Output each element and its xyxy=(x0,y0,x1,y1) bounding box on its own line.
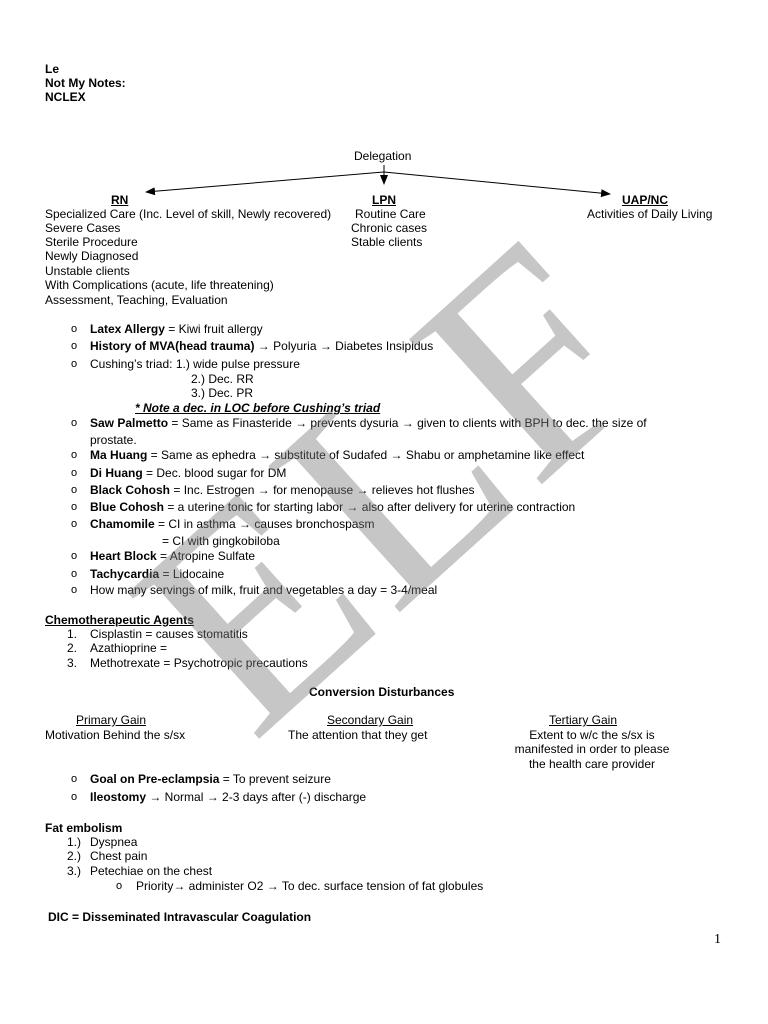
cushing-line-3: 3.) Dec. PR xyxy=(191,386,254,400)
rn-label: RN xyxy=(111,193,129,207)
chemo-heading: Chemotherapeutic Agents xyxy=(45,613,194,627)
list-item: Blue Cohosh = a uterine tonic for starti… xyxy=(90,500,576,514)
fat-embolism-priority: Priority→ administer O2 → To dec. surfac… xyxy=(136,879,484,893)
bullet-marker: o xyxy=(71,358,78,370)
conversion-heading: Conversion Disturbances xyxy=(309,685,455,699)
list-item: Saw Palmetto = Same as Finasteride → pre… xyxy=(90,416,647,430)
header-line-3: NCLEX xyxy=(45,90,86,104)
dic-line: DIC = Disseminated Intravascular Coagula… xyxy=(48,910,312,924)
cushing-note: * Note a dec. in LOC before Cushing’s tr… xyxy=(135,401,381,415)
list-item-cont: prostate. xyxy=(90,433,137,447)
bullet-marker: o xyxy=(71,518,78,530)
list-item: Azathioprine = xyxy=(90,641,168,655)
tertiary-gain-line: Extent to w/c the s/sx is xyxy=(529,728,655,742)
primary-gain-text: Motivation Behind the s/sx xyxy=(45,728,186,742)
lpn-item: Routine Care xyxy=(355,207,426,221)
lpn-item: Stable clients xyxy=(351,235,423,249)
list-item: Petechiae on the chest xyxy=(90,864,213,878)
list-item-cont: = CI with gingkobiloba xyxy=(162,534,280,548)
list-item: Ma Huang = Same as ephedra → substitute … xyxy=(90,448,585,462)
list-number: 2. xyxy=(67,641,78,655)
list-number: 3. xyxy=(67,656,78,670)
bullet-marker: o xyxy=(71,568,78,580)
tertiary-gain-label: Tertiary Gain xyxy=(549,713,618,727)
uap-label: UAP/NC xyxy=(622,193,669,207)
list-item: Cushing’s triad: 1.) wide pulse pressure xyxy=(90,357,300,371)
list-number: 1.) xyxy=(67,835,82,849)
list-item: Black Cohosh = Inc. Estrogen → for menop… xyxy=(90,483,475,497)
list-item: Methotrexate = Psychotropic precautions xyxy=(90,656,308,670)
bullet-marker: o xyxy=(116,880,123,892)
header-line-2: Not My Notes: xyxy=(45,76,126,90)
bullet-marker: o xyxy=(71,773,78,785)
tertiary-gain-line: manifested in order to please xyxy=(514,742,670,756)
list-item: Tachycardia = Lidocaine xyxy=(90,567,225,581)
bullet-marker: o xyxy=(71,467,78,479)
list-item: Goal on Pre-eclampsia = To prevent seizu… xyxy=(90,772,331,786)
lpn-label: LPN xyxy=(372,193,396,207)
bullet-marker: o xyxy=(71,449,78,461)
list-item: Cisplastin = causes stomatitis xyxy=(90,627,248,641)
primary-gain-label: Primary Gain xyxy=(76,713,147,727)
list-item: Latex Allergy = Kiwi fruit allergy xyxy=(90,322,263,336)
list-item: Dyspnea xyxy=(90,835,138,849)
rn-item: Specialized Care (Inc. Level of skill, N… xyxy=(45,207,332,221)
list-item: Di Huang = Dec. blood sugar for DM xyxy=(90,466,287,480)
page-number: 1 xyxy=(714,932,721,947)
header-line-1: Le xyxy=(45,62,60,76)
list-number: 2.) xyxy=(67,849,82,863)
list-item: Chest pain xyxy=(90,849,148,863)
list-item: History of MVA(head trauma) → Polyuria →… xyxy=(90,339,434,353)
bullet-marker: o xyxy=(71,417,78,429)
rn-item: Severe Cases xyxy=(45,221,121,235)
lpn-item: Chronic cases xyxy=(351,221,428,235)
list-item: Ileostomy → Normal → 2-3 days after (-) … xyxy=(90,790,367,804)
list-number: 3.) xyxy=(67,864,82,878)
secondary-gain-label: Secondary Gain xyxy=(327,713,414,727)
bullet-marker: o xyxy=(71,550,78,562)
list-item: How many servings of milk, fruit and veg… xyxy=(90,583,438,597)
rn-item: Newly Diagnosed xyxy=(45,249,139,263)
rn-item: With Complications (acute, life threaten… xyxy=(45,278,274,292)
rn-item: Assessment, Teaching, Evaluation xyxy=(45,293,228,307)
rn-item: Sterile Procedure xyxy=(45,235,138,249)
delegation-title: Delegation xyxy=(354,149,412,163)
list-number: 1. xyxy=(67,627,78,641)
bullet-marker: o xyxy=(71,791,78,803)
uap-item: Activities of Daily Living xyxy=(587,207,713,221)
bullet-marker: o xyxy=(71,340,78,352)
delegation-arrows xyxy=(145,165,611,198)
tertiary-gain-line: the health care provider xyxy=(528,757,656,771)
cushing-line-2: 2.) Dec. RR xyxy=(191,372,254,386)
list-item: Heart Block = Atropine Sulfate xyxy=(90,549,256,563)
secondary-gain-text: The attention that they get xyxy=(288,728,428,742)
rn-item: Unstable clients xyxy=(45,264,130,278)
bullet-marker: o xyxy=(71,323,78,335)
list-item: Chamomile = CI in asthma → causes bronch… xyxy=(90,517,375,531)
fat-embolism-heading: Fat embolism xyxy=(45,821,123,835)
bullet-marker: o xyxy=(71,584,78,596)
bullet-marker: o xyxy=(71,501,78,513)
bullet-marker: o xyxy=(71,484,78,496)
